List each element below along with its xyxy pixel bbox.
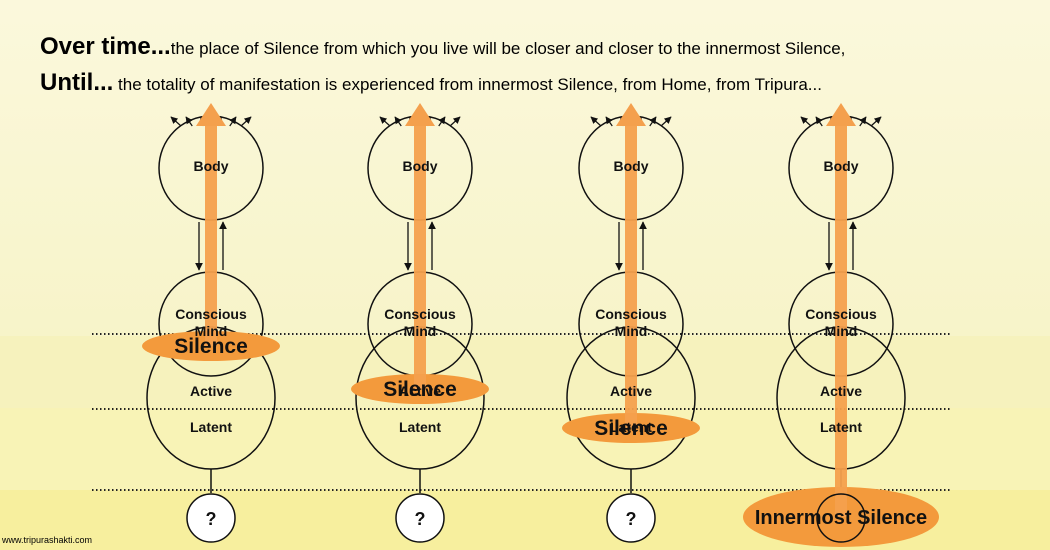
radiating-arrow-1 — [590, 116, 602, 127]
unknown-circle — [816, 493, 866, 543]
silence-arrow-head — [826, 103, 856, 126]
radiating-arrow-1 — [800, 116, 812, 127]
radiating-arrow-6 — [240, 116, 252, 127]
heading-line-2-lead: Until... — [40, 69, 114, 96]
website-credit: www.tripurashakti.com — [2, 535, 93, 545]
silence-arrow-head — [405, 103, 435, 126]
unknown-label: ? — [206, 509, 217, 529]
background-band-upper — [0, 0, 1050, 336]
silence-arrow-head — [196, 103, 226, 126]
body-label: Body — [824, 158, 859, 174]
silence-arrow-shaft — [205, 124, 217, 346]
level-divider-lines — [92, 333, 950, 491]
conscious-label-line2: Mind — [615, 323, 648, 339]
radiating-arrow-5 — [649, 116, 657, 127]
silence-label: Silence — [174, 335, 248, 358]
radiating-arrow-2 — [815, 116, 823, 127]
active-label: Active — [610, 383, 652, 399]
conscious-label-line2: Mind — [825, 323, 858, 339]
active-label: Active — [399, 383, 441, 399]
conscious-label-line1: Conscious — [595, 306, 667, 322]
conscious-label-line1: Conscious — [805, 306, 877, 322]
silence-arrow-shaft — [835, 124, 847, 517]
radiating-arrow-2 — [185, 116, 193, 127]
silence-label: Silence — [594, 417, 668, 440]
silence-arrow-shaft — [625, 124, 637, 428]
body-label: Body — [403, 158, 438, 174]
innermost-silence-label: Innermost Silence — [755, 507, 927, 529]
latent-label: Latent — [399, 419, 441, 435]
radiating-arrow-2 — [605, 116, 613, 127]
latent-label: Latent — [820, 419, 862, 435]
conscious-label-line1: Conscious — [384, 306, 456, 322]
silence-arrow-shaft — [414, 124, 426, 389]
radiating-arrow-1 — [170, 116, 182, 127]
stages-layer: BodyConsciousMindActiveLatent?SilenceBod… — [142, 103, 939, 547]
active-label: Active — [820, 383, 862, 399]
heading-line-1-rest: the place of Silence from which you live… — [170, 39, 846, 58]
body-label: Body — [194, 158, 229, 174]
heading-line-1-lead: Over time... — [40, 33, 171, 60]
unknown-circle — [606, 493, 656, 543]
radiating-arrow-2 — [394, 116, 402, 127]
radiating-arrow-5 — [859, 116, 867, 127]
latent-label: Latent — [190, 419, 232, 435]
body-label: Body — [614, 158, 649, 174]
silence-arrow-head — [616, 103, 646, 126]
conscious-label-line1: Conscious — [175, 306, 247, 322]
radiating-arrow-1 — [379, 116, 391, 127]
conscious-label-line2: Mind — [404, 323, 437, 339]
unknown-circle — [186, 493, 236, 543]
radiating-arrow-5 — [229, 116, 237, 127]
background-band-latent — [0, 408, 1050, 490]
silence-label: Silence — [383, 378, 457, 401]
unknown-circle — [395, 493, 445, 543]
unknown-label: ? — [626, 509, 637, 529]
conscious-label-line2: Mind — [195, 323, 228, 339]
heading-line-2-rest: the totality of manifestation is experie… — [113, 75, 822, 94]
active-label: Active — [190, 383, 232, 399]
heading-line-2: Until... the totality of manifestation i… — [40, 69, 822, 97]
radiating-arrow-6 — [870, 116, 882, 127]
unknown-label: ? — [415, 509, 426, 529]
latent-label: Latent — [610, 419, 652, 435]
radiating-arrow-6 — [449, 116, 461, 127]
heading-line-1: Over time...the place of Silence from wh… — [40, 33, 845, 61]
radiating-arrow-5 — [438, 116, 446, 127]
radiating-arrow-6 — [660, 116, 672, 127]
